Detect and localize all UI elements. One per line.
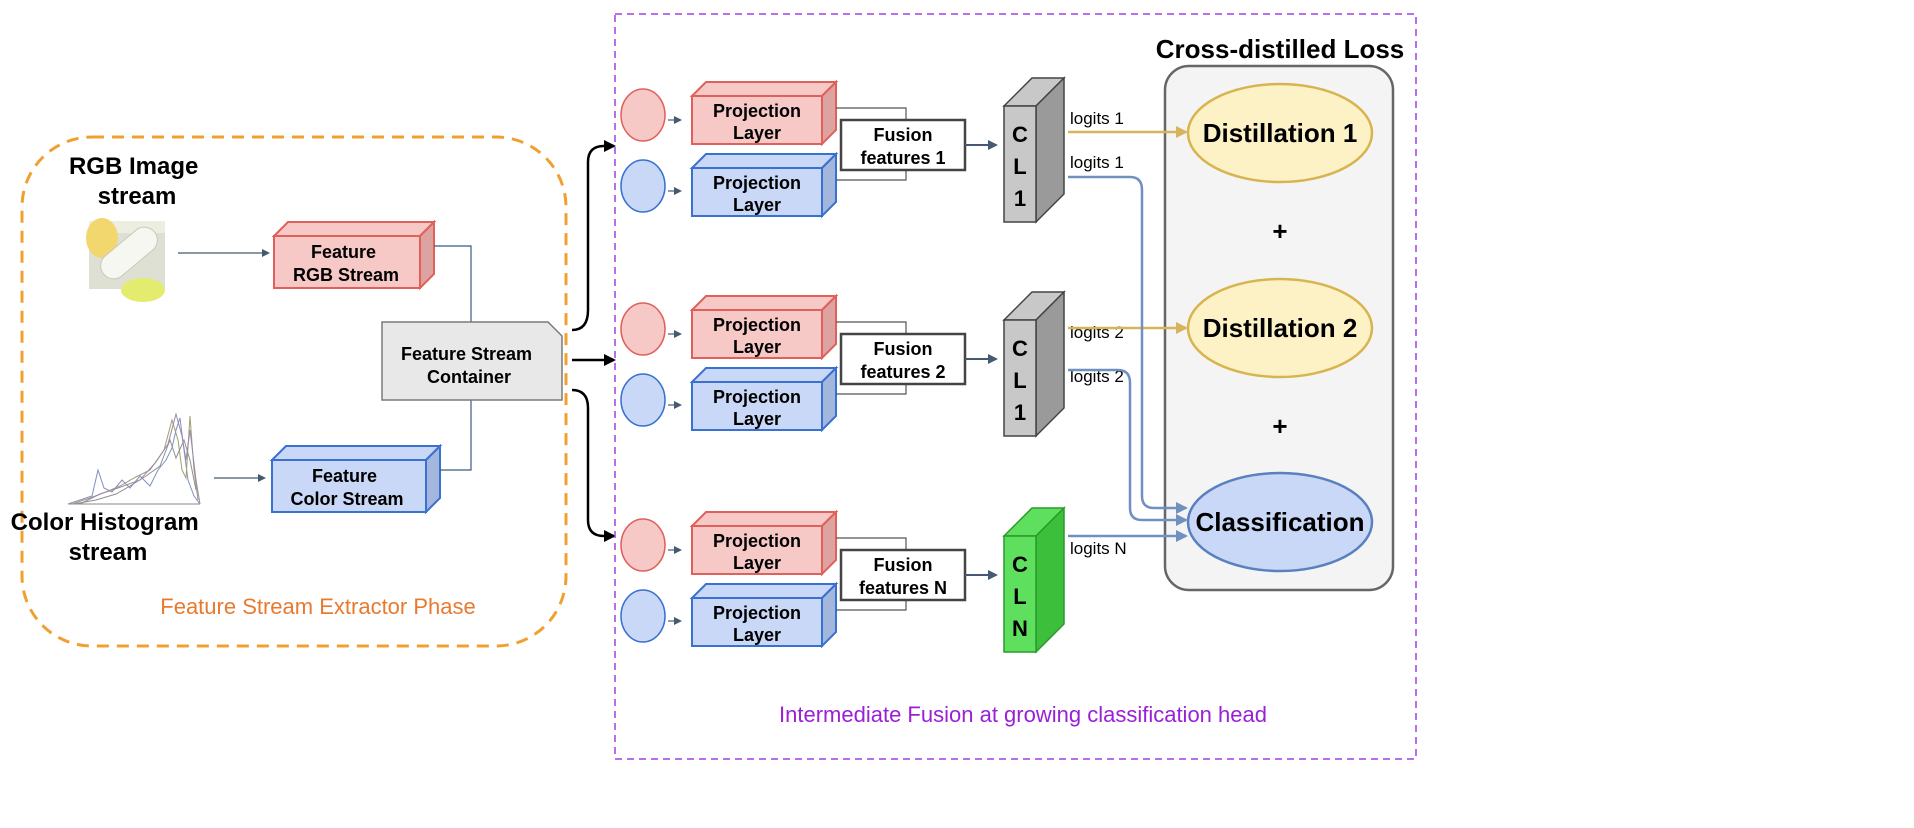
logits-arrow-class-2: [1068, 368, 1188, 526]
cross-distilled-loss: Cross-distilled Loss Distillation 1 + Di…: [1156, 34, 1405, 592]
extractor-phase-border: [20, 135, 568, 648]
fusion-phase-label: Intermediate Fusion at growing classific…: [779, 702, 1267, 727]
logits-label-top: logits N: [1070, 539, 1127, 558]
fusion-phase-border: [614, 13, 1417, 760]
distillation-1-label: Distillation 1: [1203, 118, 1358, 148]
branch-arrows: [571, 140, 616, 542]
color-stream-label: Color Histogram stream: [11, 509, 206, 566]
plus-2: +: [1272, 411, 1287, 441]
distillation-1-node: [1186, 82, 1374, 184]
rgb-image: [86, 218, 165, 302]
rgb-to-fusion-line: [836, 321, 907, 334]
feature-color-label: Feature Color Stream: [290, 466, 403, 509]
logits-label-top: logits 1: [1070, 109, 1124, 128]
feature-color-stream-box: Feature Color Stream: [269, 443, 443, 515]
plus-1: +: [1272, 216, 1287, 246]
logits-arrow-class-1: [1068, 175, 1188, 514]
distillation-2-node: [1186, 277, 1374, 379]
classification-node: [1186, 471, 1374, 573]
color-to-fusion-line: [836, 382, 907, 395]
color-to-fusion-line: [836, 598, 907, 611]
color-token-circle: [620, 589, 666, 643]
classification-label: Classification: [1195, 507, 1364, 537]
logits-label-bottom: logits 2: [1070, 367, 1124, 386]
loss-title: Cross-distilled Loss: [1156, 34, 1405, 64]
color-to-fusion-line: [836, 168, 907, 181]
rgb-to-fusion-line: [836, 537, 907, 550]
rgb-to-container-line: [434, 245, 472, 322]
color-histogram-image: [67, 412, 201, 505]
logits-label-bottom: logits 1: [1070, 153, 1124, 172]
feature-rgb-label: Feature RGB Stream: [293, 242, 399, 285]
distillation-2-label: Distillation 2: [1203, 313, 1358, 343]
rgb-token-circle: [620, 302, 666, 356]
feature-rgb-stream-box: Feature RGB Stream: [271, 219, 437, 291]
branch-arrow-top: [571, 140, 616, 332]
logits-arrows: [1068, 126, 1188, 542]
feature-stream-container: Feature Stream Container: [381, 321, 563, 401]
logits-label-top: logits 2: [1070, 323, 1124, 342]
rgb-token-circle: [620, 518, 666, 572]
extractor-phase-label: Feature Stream Extractor Phase: [160, 594, 475, 619]
extractor-phase: RGB Image stream Color Histogram stream: [11, 135, 568, 648]
rgb-token-circle: [620, 88, 666, 142]
color-token-circle: [620, 159, 666, 213]
color-token-circle: [620, 373, 666, 427]
container-label: Feature Stream Container: [401, 344, 537, 387]
rgb-to-fusion-line: [836, 107, 907, 120]
color-to-container-line: [440, 400, 472, 471]
branch-arrow-bottom: [571, 388, 616, 542]
rgb-stream-label: RGB Image stream: [69, 153, 205, 210]
